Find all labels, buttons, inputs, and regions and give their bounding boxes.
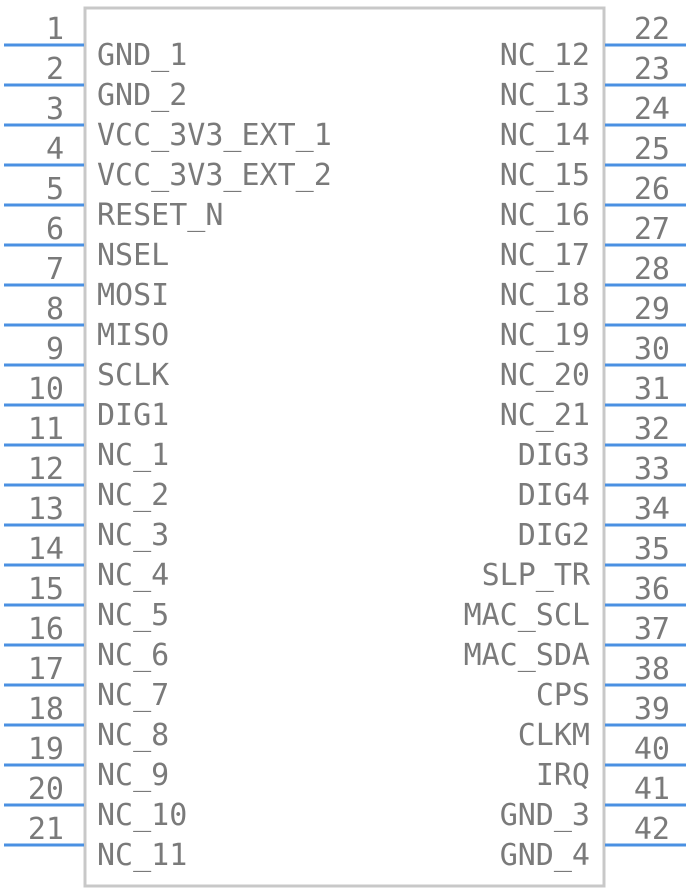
pin-number-25: 25: [634, 132, 670, 167]
pin-number-33: 33: [634, 452, 670, 487]
pin-number-24: 24: [634, 92, 670, 127]
pin-number-13: 13: [28, 492, 64, 527]
pin-number-28: 28: [634, 252, 670, 287]
pin-name-5: RESET_N: [97, 198, 223, 233]
pin-name-14: NC_4: [97, 558, 169, 593]
pin-name-4: VCC_3V3_EXT_2: [97, 158, 332, 193]
pin-number-9: 9: [46, 332, 64, 367]
pin-number-18: 18: [28, 692, 64, 727]
pin-name-6: NSEL: [97, 238, 169, 273]
pin-number-6: 6: [46, 212, 64, 247]
pin-number-1: 1: [46, 12, 64, 47]
pin-name-20: NC_10: [97, 798, 187, 833]
pin-name-34: DIG2: [518, 518, 590, 553]
pin-number-11: 11: [28, 412, 64, 447]
pin-name-3: VCC_3V3_EXT_1: [97, 118, 332, 153]
ic-body: [83, 6, 606, 888]
pin-number-8: 8: [46, 292, 64, 327]
pin-number-36: 36: [634, 572, 670, 607]
pin-number-41: 41: [634, 772, 670, 807]
pin-name-36: MAC_SCL: [464, 598, 590, 633]
pin-name-2: GND_2: [97, 78, 187, 113]
pin-number-42: 42: [634, 812, 670, 847]
pin-number-21: 21: [28, 812, 64, 847]
pin-number-14: 14: [28, 532, 64, 567]
pin-name-23: NC_13: [500, 78, 590, 113]
pin-number-34: 34: [634, 492, 670, 527]
pin-number-19: 19: [28, 732, 64, 767]
pin-name-31: NC_21: [500, 398, 590, 433]
pin-number-32: 32: [634, 412, 670, 447]
pin-number-15: 15: [28, 572, 64, 607]
pin-number-4: 4: [46, 132, 64, 167]
pin-number-23: 23: [634, 52, 670, 87]
pin-name-32: DIG3: [518, 438, 590, 473]
pin-name-18: NC_8: [97, 718, 169, 753]
pin-number-10: 10: [28, 372, 64, 407]
pin-name-37: MAC_SDA: [464, 638, 590, 673]
pin-name-19: NC_9: [97, 758, 169, 793]
pin-number-29: 29: [634, 292, 670, 327]
pin-number-2: 2: [46, 52, 64, 87]
pin-name-27: NC_17: [500, 238, 590, 273]
pin-number-27: 27: [634, 212, 670, 247]
pin-name-17: NC_7: [97, 678, 169, 713]
pin-number-12: 12: [28, 452, 64, 487]
pin-name-16: NC_6: [97, 638, 169, 673]
pin-number-3: 3: [46, 92, 64, 127]
pin-name-24: NC_14: [500, 118, 590, 153]
pin-name-15: NC_5: [97, 598, 169, 633]
pin-name-1: GND_1: [97, 38, 187, 73]
pin-number-26: 26: [634, 172, 670, 207]
pin-name-41: GND_3: [500, 798, 590, 833]
pin-name-22: NC_12: [500, 38, 590, 73]
pin-name-39: CLKM: [518, 718, 590, 753]
pin-number-31: 31: [634, 372, 670, 407]
pin-name-40: IRQ: [536, 758, 590, 793]
pin-number-5: 5: [46, 172, 64, 207]
pin-number-30: 30: [634, 332, 670, 367]
pin-number-16: 16: [28, 612, 64, 647]
pin-number-17: 17: [28, 652, 64, 687]
pin-name-35: SLP_TR: [482, 558, 591, 593]
pin-name-9: SCLK: [97, 358, 169, 393]
pin-number-40: 40: [634, 732, 670, 767]
pin-name-30: NC_20: [500, 358, 590, 393]
pin-number-37: 37: [634, 612, 670, 647]
pin-name-25: NC_15: [500, 158, 590, 193]
pin-name-8: MISO: [97, 318, 169, 353]
pin-name-26: NC_16: [500, 198, 590, 233]
pin-number-20: 20: [28, 772, 64, 807]
pin-number-22: 22: [634, 12, 670, 47]
pin-name-21: NC_11: [97, 838, 187, 873]
pin-name-10: DIG1: [97, 398, 169, 433]
pin-name-7: MOSI: [97, 278, 169, 313]
pin-name-28: NC_18: [500, 278, 590, 313]
pin-number-35: 35: [634, 532, 670, 567]
pin-name-29: NC_19: [500, 318, 590, 353]
pin-name-38: CPS: [536, 678, 590, 713]
pin-number-39: 39: [634, 692, 670, 727]
pin-name-12: NC_2: [97, 478, 169, 513]
pin-name-13: NC_3: [97, 518, 169, 553]
pin-number-38: 38: [634, 652, 670, 687]
pin-number-7: 7: [46, 252, 64, 287]
pin-name-33: DIG4: [518, 478, 590, 513]
pin-name-11: NC_1: [97, 438, 169, 473]
pin-name-42: GND_4: [500, 838, 590, 873]
